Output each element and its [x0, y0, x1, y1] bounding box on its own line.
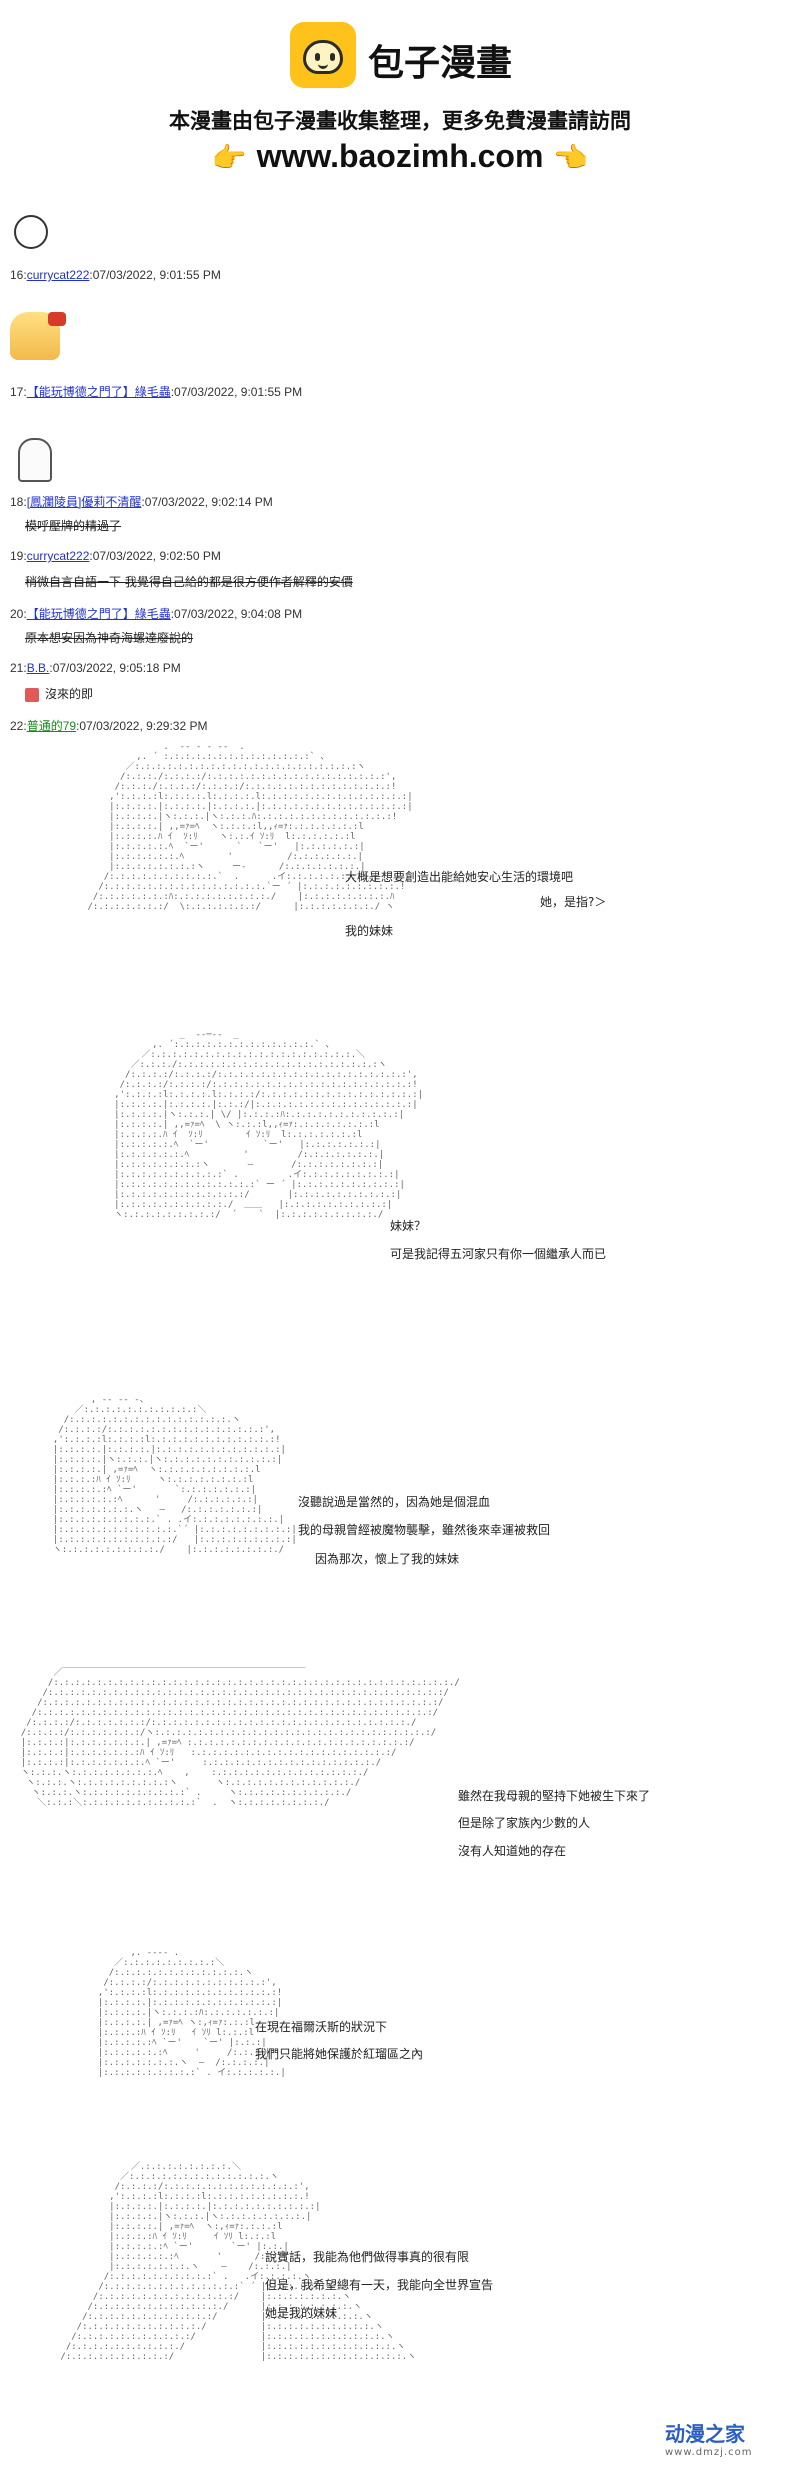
post-header-17: 17:【能玩博德之門了】綠毛蟲:07/03/2022, 9:01:55 PM — [10, 385, 303, 399]
pointing-left-icon: 👈 — [553, 142, 589, 173]
ascii-art-figure: ,. -‐‐- . ／:.:.:.:.:.:.:.:.:＼ /:.:.:.:.:… — [97, 1948, 286, 2078]
watermark: 动漫之家 www.dmzj.com — [665, 2418, 752, 2458]
slogan: 本漫畫由包子漫畫收集整理，更多免費漫畫請訪問 — [169, 109, 631, 133]
dialogue-line: 她，是指?＞ — [540, 895, 607, 909]
post-header-19: 19:currycat222:07/03/2022, 9:02:50 PM — [10, 549, 221, 563]
post-message-20: 原本想安因為神奇海螺達廢說的 — [25, 631, 194, 645]
post-header-22: 22:普通的79:07/03/2022, 9:29:32 PM — [10, 719, 208, 733]
smile-avatar-icon — [14, 215, 48, 249]
author-link[interactable]: B.B. — [26, 661, 50, 675]
post-header-16: 16:currycat222:07/03/2022, 9:01:55 PM — [10, 268, 221, 282]
post-message-18: 模呼壓牌的精過了 — [25, 519, 122, 533]
dialogue-line: 因為那次，懷上了我的妹妹 — [315, 1552, 460, 1566]
sticker-icon — [25, 687, 39, 702]
watermark-title: 动漫之家 — [665, 2422, 745, 2446]
dialogue-line: 沒聽說過是當然的，因為她是個混血 — [298, 1495, 491, 1509]
site-header: 包子漫畫 本漫畫由包子漫畫收集整理，更多免費漫畫請訪問 👉 www.baozimh… — [0, 0, 800, 174]
anime-avatar-icon — [10, 312, 66, 360]
dialogue-line: 在現在福爾沃斯的狀況下 — [255, 2020, 388, 2034]
author-link[interactable]: currycat222 — [26, 268, 90, 282]
post-message-21: 沒來的即 — [25, 685, 93, 702]
author-link[interactable]: 【能玩博德之門了】綠毛蟲 — [26, 385, 171, 399]
dialogue-line: 沒有人知道她的存在 — [458, 1844, 567, 1858]
pointing-right-icon: 👉 — [211, 142, 247, 173]
watermark-url: www.dmzj.com — [665, 2447, 753, 2458]
dialogue-line: 說實話，我能為他們做得事真的很有限 — [265, 2250, 470, 2264]
dialogue-line: 大概是想要創造出能給她安心生活的環境吧 — [345, 870, 574, 884]
ascii-art-figure: . -- ‐ ‐ -- . ,. ´ :.:.:.:.:.:.:.:.:.:.:… — [87, 742, 413, 912]
post-header-21: 21:B.B.:07/03/2022, 9:05:18 PM — [10, 661, 181, 675]
author-link[interactable]: 【能玩博德之門了】綠毛蟲 — [26, 607, 171, 621]
ghost-avatar-icon — [18, 438, 52, 482]
dialogue-line: 我們只能將她保護於紅瑠區之內 — [255, 2047, 424, 2061]
dialogue-line: 她是我的妹妹 — [265, 2306, 338, 2320]
dialogue-line: 妹妹？ — [390, 1219, 427, 1233]
site-url-line: 👉 www.baozimh.com 👈 — [0, 138, 800, 175]
dialogue-line: 我的妹妹 — [345, 924, 394, 938]
dialogue-line: 可是我記得五河家只有你一個繼承人而已 — [390, 1247, 607, 1261]
dialogue-line: 但是，我希望總有一天，我能向全世界宣告 — [265, 2278, 494, 2292]
dialogue-line: 雖然在我母親的堅持下她被生下來了 — [458, 1789, 651, 1803]
post-header-18: 18:[鳳瀾陵員]優莉不清醒:07/03/2022, 9:02:14 PM — [10, 495, 273, 509]
author-link[interactable]: [鳳瀾陵員]優莉不清醒 — [26, 495, 142, 509]
author-link[interactable]: 普通的79 — [26, 719, 77, 733]
post-message-19: 稍微自言自語一下 我覺得自己給的都是很方便作者解釋的安價 — [25, 575, 353, 589]
author-link[interactable]: currycat222 — [26, 549, 90, 563]
baozi-logo-icon — [290, 22, 356, 88]
ascii-art-figure: ／￣￣￣￣￣￣￣￣￣￣￣￣￣￣￣￣￣￣￣￣￣￣￣￣￣￣￣ /:.:.:.:.:.… — [20, 1668, 460, 1808]
ascii-art-figure: , -‐ ‐‐ -、 ／:.:.:.:.:.:.:.:.:.:.:＼ /:.:.… — [52, 1395, 297, 1555]
site-url-link[interactable]: www.baozimh.com — [256, 138, 544, 174]
dialogue-line: 但是除了家族內少數的人 — [458, 1816, 591, 1830]
ascii-art-figure: _ -‐─‐- _ ,. ´:.:.:.:.:.:.:.:.:.:.:.:.:.… — [114, 1030, 424, 1220]
post-header-20: 20:【能玩博德之門了】綠毛蟲:07/03/2022, 9:04:08 PM — [10, 607, 303, 621]
dialogue-line: 我的母親曾經被魔物襲擊，雖然後來幸運被救回 — [298, 1523, 551, 1537]
brand-title: 包子漫畫 — [368, 43, 513, 84]
ascii-art-figure: ／.:.:.:.:.:.:.:.:.＼ ／:.:.:.:.:.:.:.:.:.:… — [60, 2162, 417, 2362]
